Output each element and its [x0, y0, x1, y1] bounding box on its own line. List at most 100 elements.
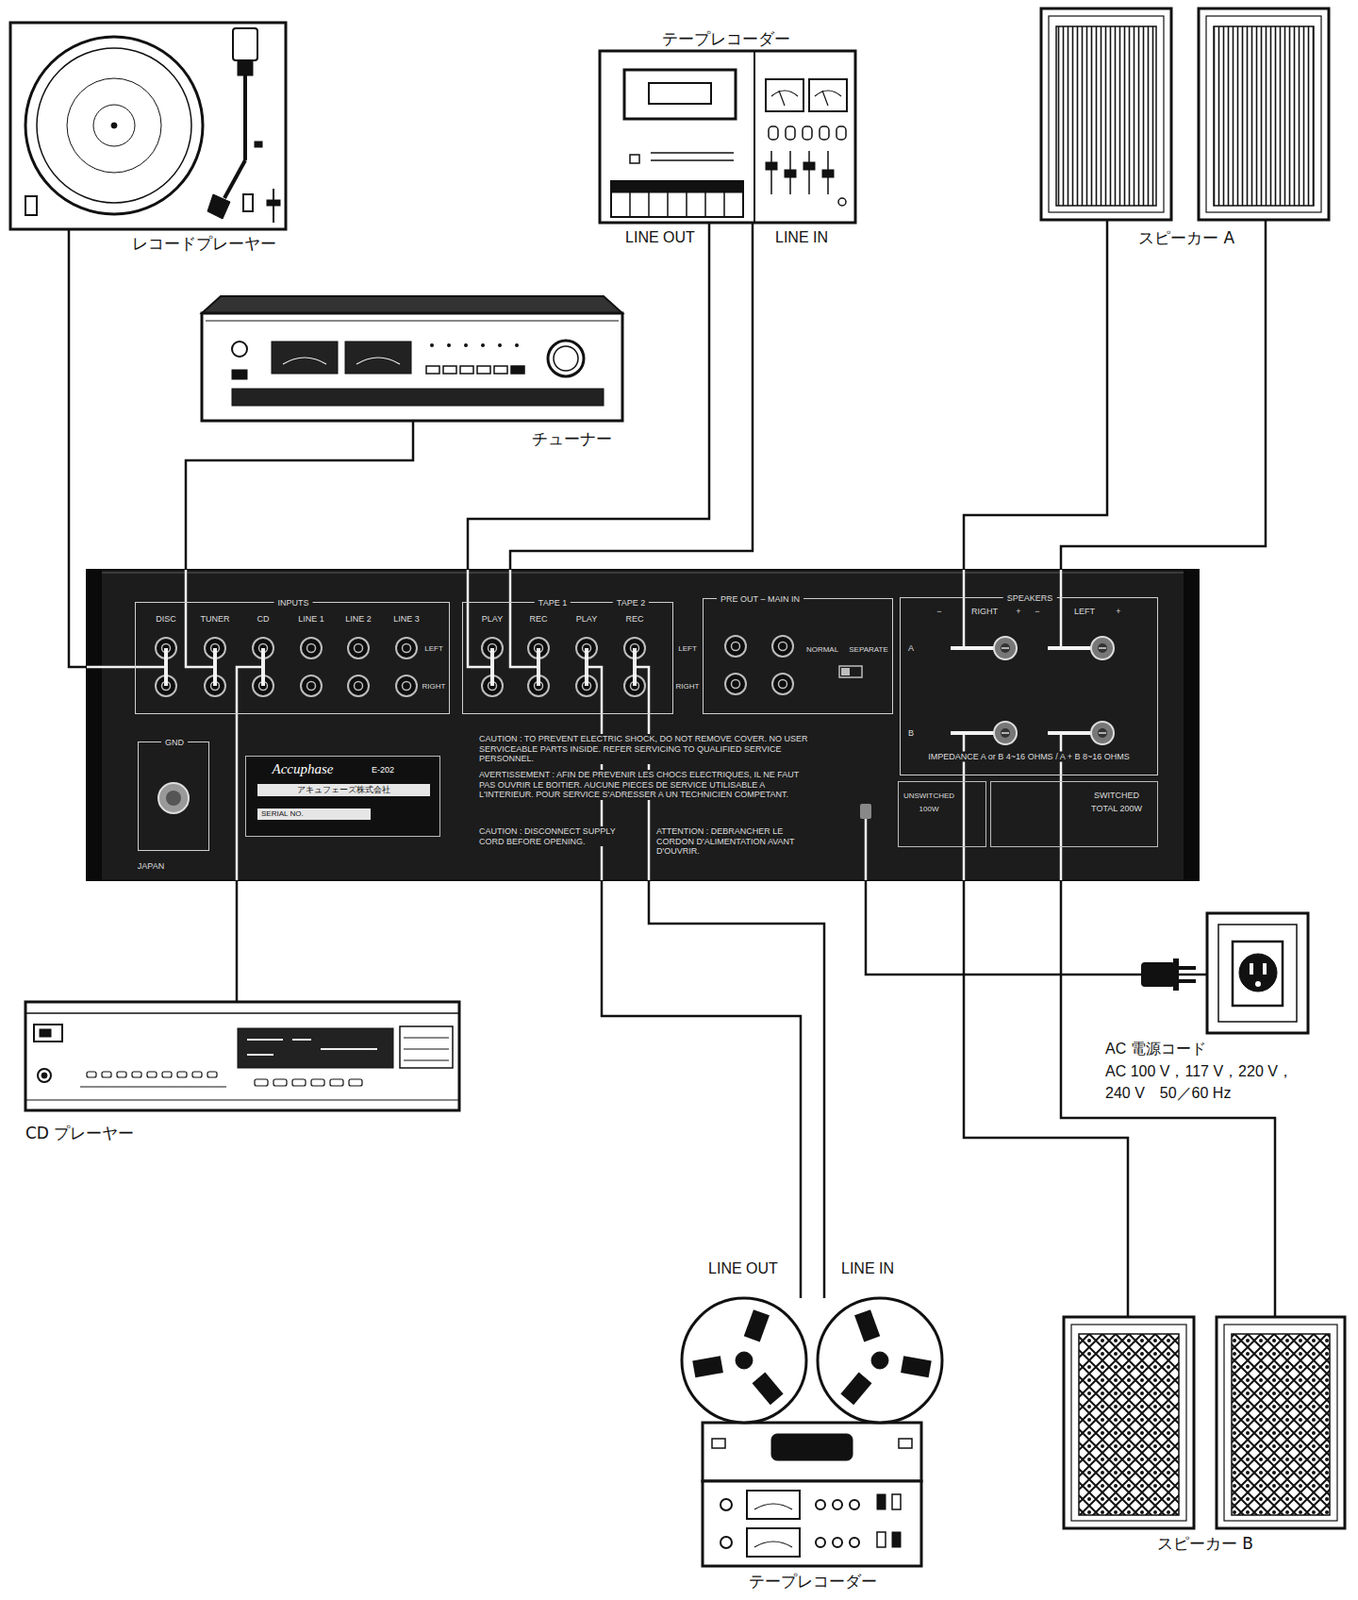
amplifier-body: [86, 569, 102, 880]
cassette-deck-drawing: [819, 126, 829, 140]
node-text: TAPE 2: [612, 597, 649, 609]
jack-label: RIGHT: [420, 680, 448, 692]
connector-cable: [648, 713, 825, 1298]
reel-deck-drawing: [712, 1438, 726, 1448]
cd-player-drawing: [25, 1099, 460, 1101]
rca-jacks: [300, 637, 322, 659]
jack-label: LINE IN: [841, 1258, 895, 1278]
cd-player-drawing: [86, 1071, 363, 1086]
rca-jacks: [347, 675, 369, 696]
rca-jacks: [347, 637, 369, 659]
reel-deck-drawing: [692, 1308, 931, 1405]
node-text: AVERTISSEMENT : AFIN DE PREVENIR LES CHO…: [479, 769, 812, 800]
record-player-drawing: [232, 28, 258, 61]
reel-tape-recorder: テープレコーダー: [681, 1297, 944, 1566]
cd-player-drawing: [162, 1071, 172, 1077]
record-player-drawing: [254, 141, 263, 148]
reel-deck-drawing: [832, 1499, 843, 1509]
cd-player-drawing: [39, 1028, 51, 1037]
node-text: レコードプレーヤー: [132, 232, 277, 254]
connector-cable: [1060, 775, 1199, 880]
reel-deck-drawing: [900, 1355, 932, 1377]
power-plug: [1173, 958, 1179, 991]
reel-deck-drawing: [681, 1297, 807, 1423]
record-player-drawing: [111, 122, 117, 129]
tuner-drawing: [511, 365, 525, 374]
cassette-deck-drawing: [802, 126, 812, 140]
cassette-deck-drawing: [648, 82, 712, 104]
record-player-drawing: [243, 194, 253, 212]
cd-player-drawing: [273, 1078, 287, 1086]
cassette-deck-drawing: [611, 181, 744, 217]
speaker-pair: スピーカー B: [1063, 1316, 1345, 1528]
reel-deck-drawing: [877, 1531, 886, 1547]
wall-outlet-drawing: [1218, 924, 1297, 1022]
reel-deck-drawing: [840, 1372, 872, 1406]
reel-deck-drawing: [702, 1422, 922, 1481]
cd-player-drawing: [207, 1071, 217, 1077]
node-text: AC 電源コード: [1105, 1037, 1313, 1060]
cassette-deck-drawing: [624, 69, 736, 119]
reel-deck-drawing: [815, 1537, 826, 1547]
rca-jacks: [396, 637, 417, 659]
node-text: Accuphase: [272, 760, 334, 778]
cassette-deck-drawing: [771, 90, 842, 97]
tuner-drawing: [201, 296, 623, 421]
record-player-drawing: [243, 75, 248, 161]
cd-player-drawing: [86, 1071, 97, 1077]
cassette-deck-drawing: [599, 50, 856, 223]
cassette-deck-drawing: [803, 162, 815, 170]
tuner-drawing: [430, 343, 519, 348]
reel-deck-drawing: [849, 1499, 860, 1509]
jack-label: LINE IN: [775, 228, 829, 248]
speaker-terminals: [1091, 721, 1114, 745]
speaker-terminal-panel: SPEAKERS: [899, 596, 1159, 776]
cd-player-drawing: [311, 1078, 325, 1086]
cd-player-drawing: [247, 1039, 378, 1055]
jack-label: LEFT: [676, 643, 699, 654]
speaker-a-drawing: [1213, 26, 1314, 206]
cord-grommet: [860, 803, 872, 819]
jack-label: LINE OUT: [625, 228, 696, 248]
tuner-drawing: [447, 343, 451, 348]
connector-cable: [68, 229, 135, 667]
node-text: テープレコーダー: [748, 1570, 878, 1591]
tuner-drawing: [231, 388, 604, 406]
rca-jacks: [725, 635, 746, 657]
tuner-drawing: [494, 365, 508, 374]
cassette-deck-drawing: [768, 126, 846, 140]
speaker-terminals: [1091, 636, 1114, 660]
jack-label: +: [1113, 606, 1123, 617]
connector-cable: [185, 420, 414, 602]
amplifier-body: [86, 569, 1199, 880]
jack-label: A: [906, 643, 916, 654]
tuner-drawing: [547, 340, 584, 377]
connector-cable: [963, 775, 1128, 1317]
tuner-drawing: [201, 296, 623, 314]
speaker-b-drawing: [1063, 1316, 1345, 1528]
rca-jacks: [839, 665, 862, 678]
jack-label: PLAY: [480, 613, 505, 625]
connector-cable: [235, 713, 239, 880]
node-text: CAUTION : DISCONNECT SUPPLY CORD BEFORE …: [479, 826, 642, 846]
rca-jacks: [155, 635, 862, 696]
speaker-b-drawing: [1063, 1316, 1194, 1528]
connector-cable: [68, 229, 135, 667]
reel-deck-drawing: [771, 1433, 853, 1460]
cd-player-drawing: [254, 1078, 268, 1086]
reel-deck-drawing: [817, 1297, 943, 1423]
speaker-b-drawing: [1216, 1316, 1345, 1528]
model-plate: AccuphaseE-202アキュフェーズ株式会社SERIAL NO.: [245, 755, 441, 837]
cd-player-drawing: [348, 1078, 363, 1086]
cd-player-drawing: [41, 1072, 48, 1078]
cd-player-drawing: [25, 1001, 460, 1110]
cassette-deck-drawing: [629, 154, 640, 164]
jack-label: CD: [255, 613, 272, 625]
cd-player-drawing: [292, 1078, 306, 1086]
connector-cable: [865, 879, 1208, 975]
cassette-deck-drawing: [778, 90, 829, 106]
cassette-deck-drawing: [753, 50, 756, 223]
speaker-terminals: [993, 636, 1017, 660]
tuner-drawing: [231, 369, 248, 380]
cassette-deck-drawing: [629, 192, 725, 217]
